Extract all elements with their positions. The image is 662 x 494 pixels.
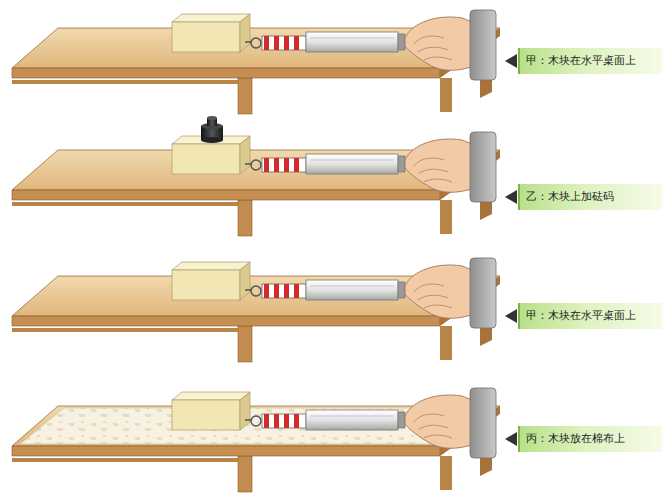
label-text: 丙：木块放在棉布上 bbox=[526, 432, 625, 446]
panel-added-weight bbox=[12, 116, 500, 236]
label-text: 乙：木块上加砝码 bbox=[526, 190, 614, 204]
label-box: 乙：木块上加砝码 bbox=[518, 184, 662, 210]
label-text: 甲：木块在水平桌面上 bbox=[526, 54, 636, 68]
weight bbox=[201, 116, 223, 143]
panel-plain-table bbox=[12, 10, 500, 114]
label-box: 甲：木块在水平桌面上 bbox=[518, 303, 662, 329]
panel-plain-table-repeat bbox=[12, 258, 500, 362]
label-box: 甲：木块在水平桌面上 bbox=[518, 48, 662, 74]
panel-cotton-cloth bbox=[12, 388, 500, 492]
label-pointers bbox=[505, 54, 517, 446]
label-text: 甲：木块在水平桌面上 bbox=[526, 309, 636, 323]
label-box: 丙：木块放在棉布上 bbox=[518, 426, 662, 452]
